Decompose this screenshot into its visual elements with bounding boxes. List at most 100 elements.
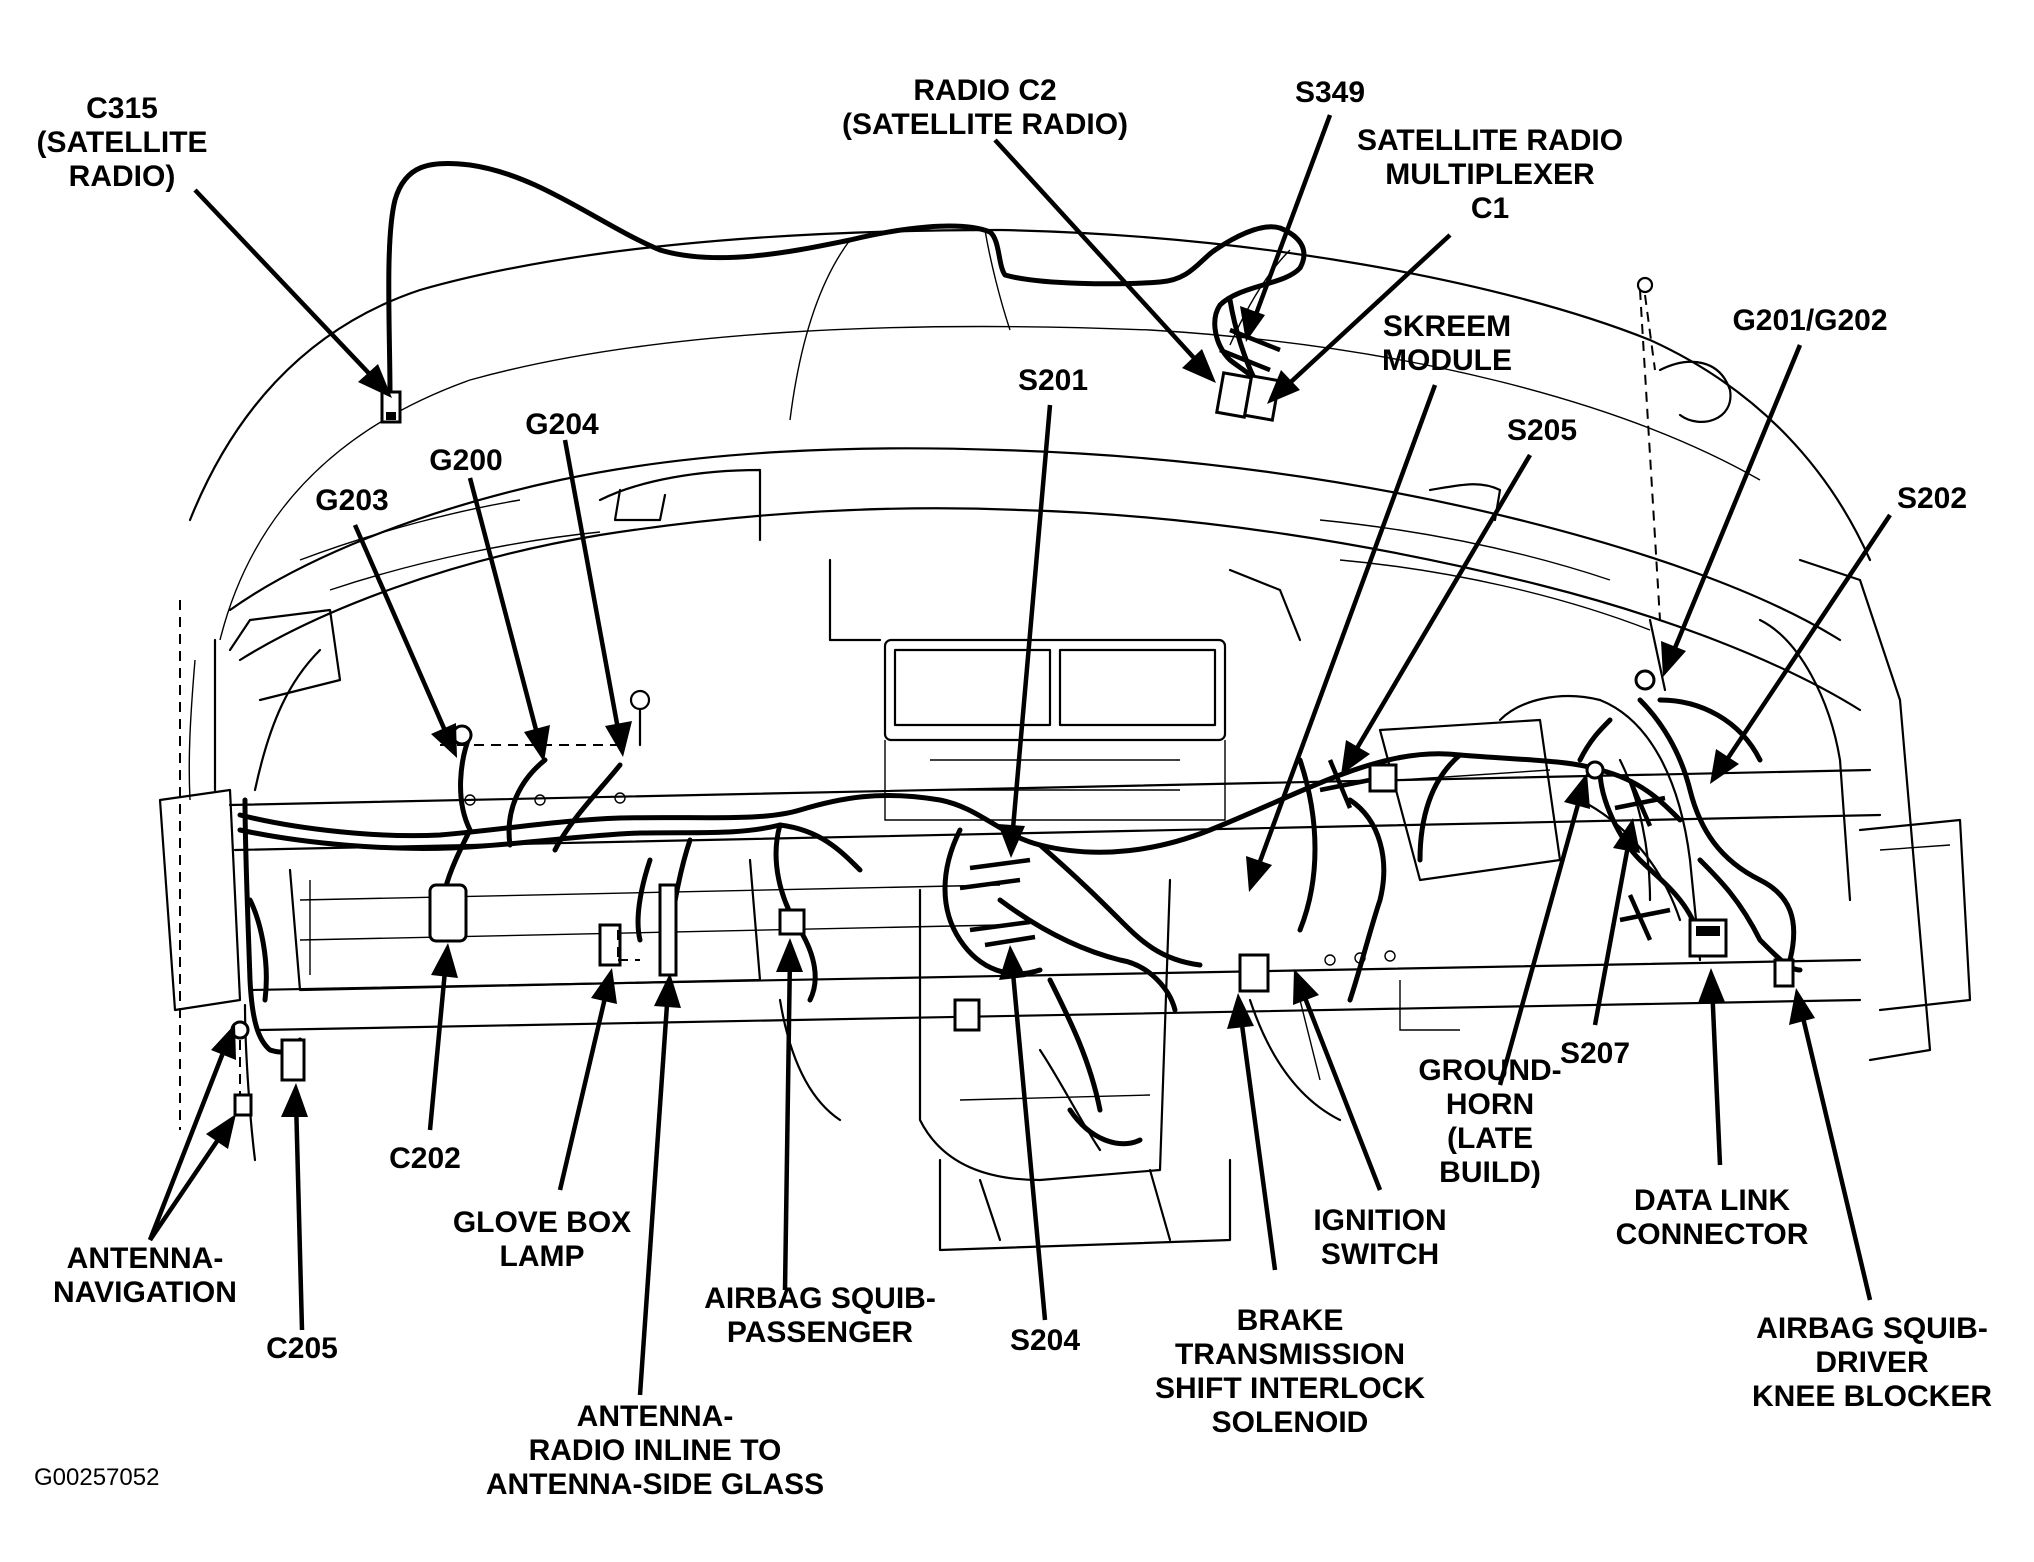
instrument-panel-drawing <box>158 228 1972 1252</box>
leader-s205 <box>1341 453 1532 775</box>
label-line: CONNECTOR <box>1616 1218 1809 1251</box>
leader-ground-horn <box>1497 773 1590 1086</box>
splice-marks <box>179 327 1671 1130</box>
leader-antenna-radio <box>637 973 681 1396</box>
leader-g203 <box>352 524 457 758</box>
leader-lines <box>147 114 1892 1396</box>
label-line: S201 <box>1018 364 1088 397</box>
connectors <box>230 371 1795 1117</box>
label-line: MODULE <box>1382 344 1512 377</box>
label-g200: G200 <box>429 444 502 477</box>
leader-s201 <box>998 404 1053 858</box>
leader-s204 <box>999 945 1048 1321</box>
label-s201: S201 <box>1018 364 1088 397</box>
label-g201-g202: G201/G202 <box>1732 304 1887 337</box>
label-line: S202 <box>1897 482 1967 515</box>
leader-s202 <box>1710 513 1892 784</box>
label-line: TRANSMISSION <box>1175 1338 1405 1371</box>
label-line: G200 <box>429 444 502 477</box>
leader-c315 <box>193 188 392 398</box>
label-line: SKREEM <box>1383 310 1511 343</box>
leader-antenna-nav-b <box>148 1114 236 1242</box>
label-line: AIRBAG SQUIB- <box>1756 1312 1988 1345</box>
label-line: NAVIGATION <box>53 1276 237 1309</box>
label-radio-c2: RADIO C2(SATELLITE RADIO) <box>842 74 1128 141</box>
label-g203: G203 <box>315 484 388 517</box>
leader-s207 <box>1592 818 1640 1026</box>
label-c205: C205 <box>266 1332 338 1365</box>
label-s349: S349 <box>1295 76 1365 109</box>
leader-g204 <box>562 439 632 757</box>
label-line: G203 <box>315 484 388 517</box>
label-line: GLOVE BOX <box>453 1206 631 1239</box>
label-line: SATELLITE RADIO <box>1357 124 1623 157</box>
label-line: (SATELLITE RADIO) <box>842 108 1128 141</box>
leader-radio-c2 <box>993 138 1216 383</box>
leader-s349 <box>1240 114 1333 342</box>
leader-antenna-nav-a <box>147 1024 236 1241</box>
label-line: BUILD) <box>1439 1156 1541 1189</box>
label-line: ANTENNA- <box>67 1242 224 1275</box>
label-line: G201/G202 <box>1732 304 1887 337</box>
label-line: PASSENGER <box>727 1316 913 1349</box>
label-s202: S202 <box>1897 482 1967 515</box>
label-line: G204 <box>525 408 599 441</box>
label-g204: G204 <box>525 408 599 441</box>
leader-glove-box <box>557 968 617 1191</box>
label-line: C1 <box>1471 192 1509 225</box>
label-line: MULTIPLEXER <box>1385 158 1595 191</box>
leader-c202 <box>427 943 458 1131</box>
label-antenna-navigation: ANTENNA-NAVIGATION <box>53 1242 237 1309</box>
label-line: LAMP <box>500 1240 585 1273</box>
leader-dlc <box>1698 968 1725 1166</box>
label-line: SOLENOID <box>1212 1406 1369 1439</box>
label-line: RADIO INLINE TO <box>529 1434 782 1467</box>
label-line: RADIO C2 <box>913 74 1056 107</box>
label-line: ANTENNA- <box>577 1400 734 1433</box>
label-s204: S204 <box>1010 1324 1080 1357</box>
label-line: DATA LINK <box>1634 1184 1790 1217</box>
label-line: GROUND- <box>1418 1054 1561 1087</box>
label-line: C315 <box>86 92 158 125</box>
leader-sat-mux <box>1267 233 1452 404</box>
wiring-harness <box>237 160 1803 1162</box>
label-line: S349 <box>1295 76 1365 109</box>
leader-g200 <box>467 477 550 762</box>
label-airbag-passenger: AIRBAG SQUIB-PASSENGER <box>704 1282 936 1349</box>
leader-airbag-pass <box>776 938 803 1291</box>
label-c202: C202 <box>389 1142 461 1175</box>
label-line: S207 <box>1560 1037 1630 1070</box>
label-s207: S207 <box>1560 1037 1630 1070</box>
label-line: AIRBAG SQUIB- <box>704 1282 936 1315</box>
leader-ignition <box>1293 969 1383 1191</box>
label-s205: S205 <box>1507 414 1577 447</box>
figure-code: G00257052 <box>34 1464 159 1491</box>
leader-airbag-drv <box>1789 988 1873 1301</box>
leader-btsi <box>1227 993 1278 1271</box>
label-line: S204 <box>1010 1324 1080 1357</box>
leader-c205 <box>281 1083 308 1331</box>
label-line: DRIVER <box>1815 1346 1929 1379</box>
label-line: (SATELLITE <box>36 126 207 159</box>
label-line: RADIO) <box>69 160 176 193</box>
label-line: S205 <box>1507 414 1577 447</box>
label-line: SHIFT INTERLOCK <box>1155 1372 1425 1405</box>
leader-g201 <box>1661 344 1803 677</box>
label-line: C202 <box>389 1142 461 1175</box>
leader-skreem <box>1246 384 1438 892</box>
label-line: HORN <box>1446 1088 1534 1121</box>
label-line: KNEE BLOCKER <box>1752 1380 1992 1413</box>
label-line: BRAKE <box>1237 1304 1344 1337</box>
